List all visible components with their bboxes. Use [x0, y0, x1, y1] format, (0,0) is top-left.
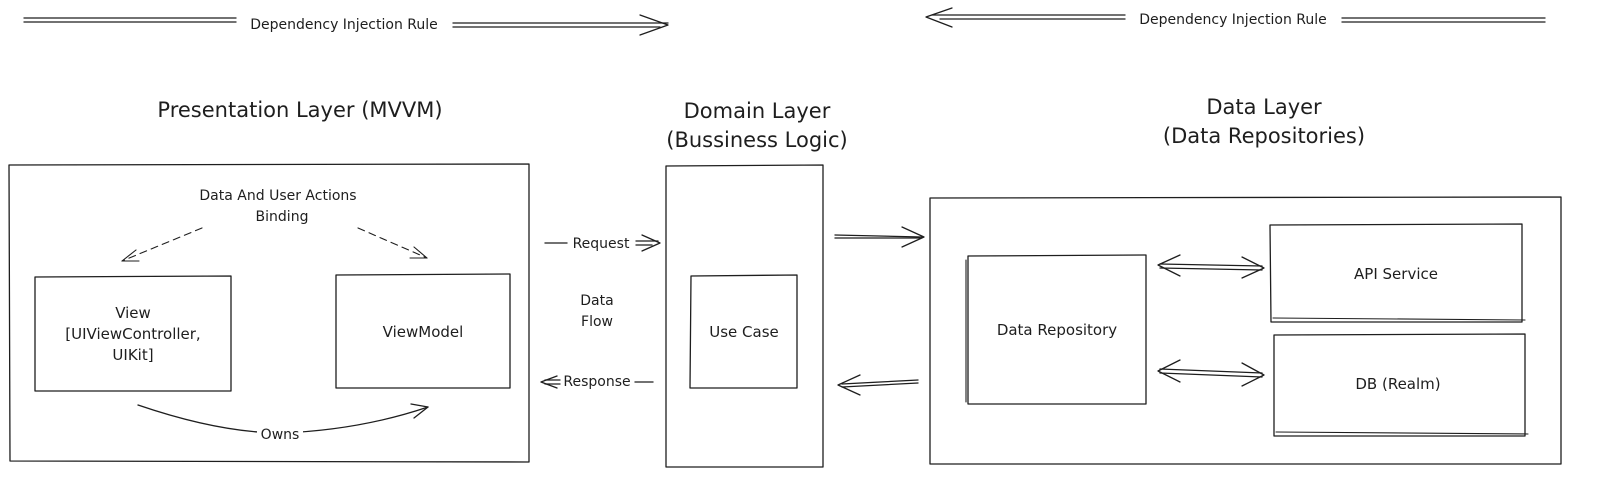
use-case-box: Use Case [689, 274, 798, 389]
data-layer-title-line1: Data Layer [1206, 95, 1322, 119]
binding-label-line1: Data And User Actions [199, 188, 356, 204]
response-label: Response [563, 374, 630, 390]
view-label-line3: UIKit] [112, 346, 153, 364]
repository-api-arrow [1157, 254, 1265, 279]
data-to-domain-arrowhead [837, 374, 861, 396]
owns-arrow-head [410, 403, 429, 419]
viewmodel-box: ViewModel [335, 273, 511, 389]
dependency-rule-right: Dependency Injection Rule [925, 7, 1546, 28]
domain-to-data-arrow [834, 234, 923, 238]
data-layer-box [929, 196, 1562, 465]
domain-to-data-arrowhead [901, 226, 925, 248]
data-repository-box: Data Repository [965, 254, 1147, 405]
data-flow-label-line2: Flow [581, 314, 613, 330]
data-flow-label-line1: Data [580, 293, 613, 309]
data-repository-label: Data Repository [997, 321, 1117, 339]
data-to-domain-arrow [841, 379, 919, 388]
binding-arrow-to-view-head [121, 249, 140, 262]
binding-label-line2: Binding [256, 209, 309, 225]
use-case-label: Use Case [709, 323, 779, 341]
api-service-box: API Service [1269, 223, 1526, 323]
api-service-label: API Service [1354, 265, 1438, 283]
dependency-rule-right-arrowhead [925, 7, 953, 28]
db-realm-box: DB (Realm) [1273, 333, 1529, 437]
request-arrowhead [641, 234, 661, 252]
binding-arrow-to-viewmodel [357, 227, 428, 259]
owns-label-bg [257, 426, 303, 442]
binding-arrow-to-view [121, 227, 203, 262]
request-label: Request [573, 236, 630, 252]
dependency-rule-right-label: Dependency Injection Rule [1139, 12, 1327, 28]
presentation-layer-title: Presentation Layer (MVVM) [157, 98, 442, 122]
repository-db-arrow [1157, 359, 1265, 387]
view-box: View [UIViewController, UIKit] [34, 275, 232, 392]
domain-layer-box [665, 164, 824, 468]
db-realm-label: DB (Realm) [1355, 375, 1440, 393]
view-label-line1: View [115, 304, 151, 322]
data-layer-title-line2: (Data Repositories) [1163, 124, 1365, 148]
dependency-rule-left-arrowhead [639, 14, 669, 36]
dependency-rule-left: Dependency Injection Rule [23, 14, 669, 36]
response-line-left [544, 379, 561, 385]
presentation-layer-box [8, 163, 530, 463]
response-arrowhead [540, 375, 558, 389]
owns-label: Owns [261, 427, 300, 443]
viewmodel-label: ViewModel [383, 323, 464, 341]
domain-layer-title-line1: Domain Layer [684, 99, 831, 123]
view-label-line2: [UIViewController, [65, 325, 200, 343]
dependency-rule-left-label: Dependency Injection Rule [250, 17, 438, 33]
request-line-right [635, 240, 659, 246]
domain-layer-title-line2: (Bussiness Logic) [666, 128, 848, 152]
binding-arrow-to-viewmodel-head [409, 246, 428, 259]
